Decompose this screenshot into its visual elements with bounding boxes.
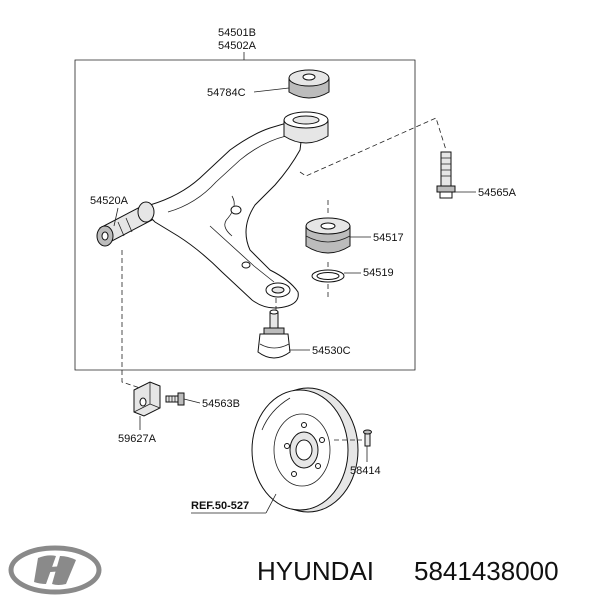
dash-front-bracket xyxy=(121,250,147,391)
bushing-54520A xyxy=(96,201,155,247)
leader-54784C xyxy=(253,87,290,93)
ring-54519 xyxy=(311,269,345,283)
bolt-54565A xyxy=(436,151,456,199)
bushing-54517 xyxy=(305,217,351,254)
label-54501B: 54501B xyxy=(218,27,256,39)
label-ref: REF.50-527 xyxy=(191,500,249,512)
label-54517: 54517 xyxy=(373,232,404,244)
label-54520A: 54520A xyxy=(90,195,129,207)
label-54530C: 54530C xyxy=(312,345,351,357)
assembly-frame xyxy=(74,59,416,371)
lower-control-arm xyxy=(148,111,329,309)
leader-54563B xyxy=(183,398,201,404)
label-54563B: 54563B xyxy=(202,398,240,410)
bracket-59627A xyxy=(133,381,161,417)
dash-bolt xyxy=(299,117,447,177)
brand-name: HYUNDAI xyxy=(257,556,374,586)
label-54519: 54519 xyxy=(363,267,394,279)
part-number: 5841438000 xyxy=(414,556,559,586)
hyundai-logo-icon xyxy=(8,545,102,595)
label-54502A: 54502A xyxy=(218,40,257,52)
leader-54520A xyxy=(113,207,119,227)
brake-disc xyxy=(251,387,359,513)
label-54565A: 54565A xyxy=(478,187,517,199)
label-54784C: 54784C xyxy=(207,87,246,99)
leader-ref-arrow xyxy=(265,493,277,514)
label-58414: 58414 xyxy=(350,465,381,477)
label-59627A: 59627A xyxy=(118,433,157,445)
screw-58414 xyxy=(363,429,372,447)
bushing-54784C xyxy=(288,69,330,99)
bolt-54563B xyxy=(165,392,185,406)
ball-joint-54530C xyxy=(257,309,291,359)
